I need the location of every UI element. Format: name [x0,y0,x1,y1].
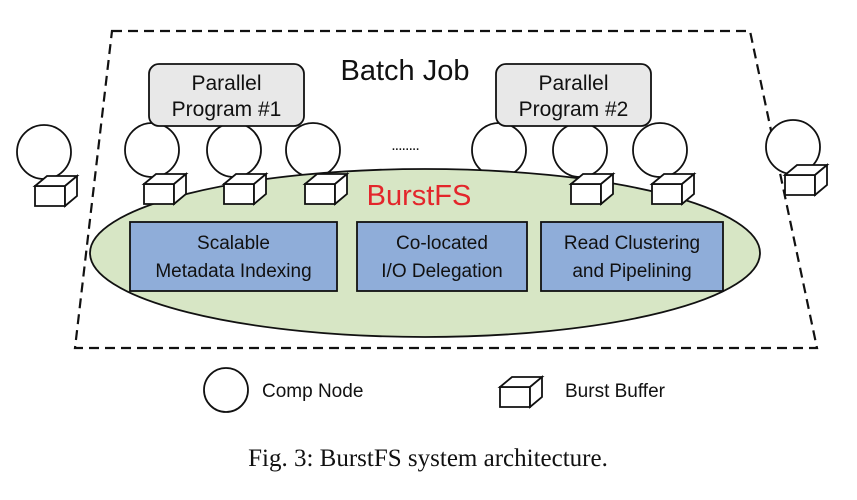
parallel-program-1: Parallel Program #1 [148,63,305,127]
comp-node [206,122,262,178]
component-metadata-indexing: Scalable Metadata Indexing [129,221,338,292]
component-read-clustering: Read Clustering and Pipelining [540,221,724,292]
ellipsis: ........ [391,137,419,154]
component-line2: I/O Delegation [381,261,502,282]
legend-comp-node-label: Comp Node [262,381,363,402]
legend: Comp Node Burst Buffer [203,367,666,413]
legend-burst-buffer-label: Burst Buffer [565,381,666,402]
comp-node [632,122,688,178]
program-line2: Program #1 [172,98,282,121]
burst-buffer [223,173,267,205]
component-line1: Scalable [197,233,270,254]
comp-node [124,122,180,178]
figure-caption: Fig. 3: BurstFS system architecture. [248,445,608,472]
program-line2: Program #2 [519,98,629,121]
component-io-delegation: Co-located I/O Delegation [356,221,528,292]
component-line1: Read Clustering [564,233,700,254]
comp-node [285,122,341,178]
outside-burst-buffer-left [34,175,78,207]
burst-buffer [651,173,695,205]
component-line1: Co-located [396,233,488,254]
legend-burst-buffer-icon [499,376,543,408]
burst-buffer [570,173,614,205]
comp-node [471,122,527,178]
outside-burst-buffer-right [784,164,828,196]
outside-comp-node-left [16,124,72,180]
component-line2: Metadata Indexing [155,261,311,282]
burst-buffer [143,173,187,205]
burst-buffer [304,173,348,205]
parallel-program-2: Parallel Program #2 [495,63,652,127]
component-line2: and Pipelining [572,261,691,282]
burstfs-label: BurstFS [367,180,472,212]
batch-job-boundary [73,29,819,350]
legend-comp-node-icon [203,367,249,413]
program-line1: Parallel [538,72,608,95]
batch-job-label: Batch Job [341,55,470,87]
comp-node [552,122,608,178]
program-line1: Parallel [191,72,261,95]
